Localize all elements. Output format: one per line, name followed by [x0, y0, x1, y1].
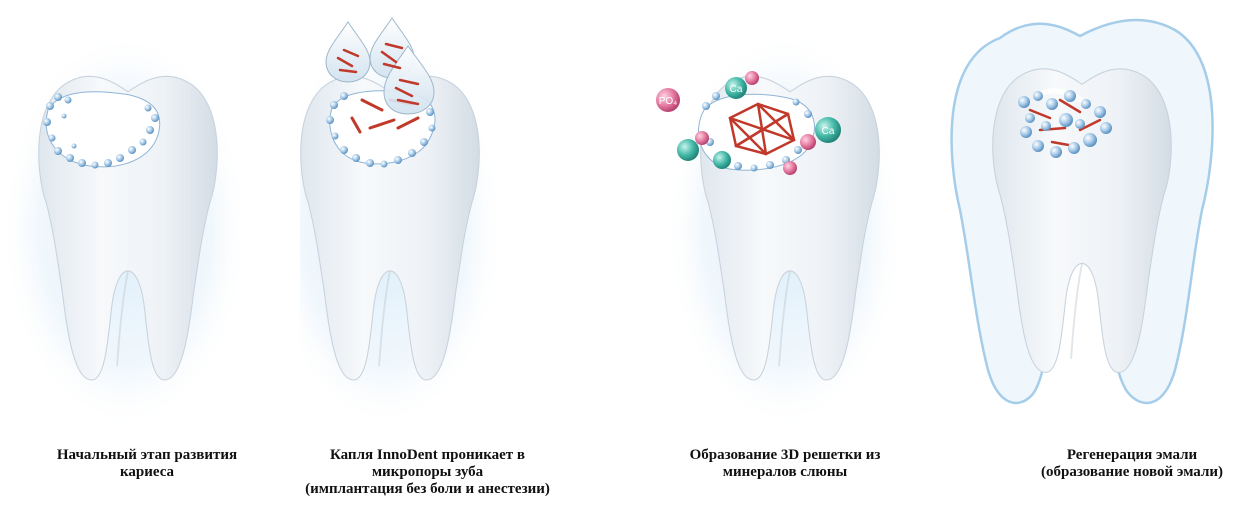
stage-3-illustration: PO₄ Ca Ca [620, 0, 940, 440]
stage-4-illustration [940, 0, 1251, 440]
caption-line: Капля InnoDent проникает в [300, 447, 555, 464]
ca-label: Ca [730, 84, 743, 95]
caption-line: минералов слюны [660, 464, 910, 481]
stage-2-panel: Капля InnoDent проникает в микропоры зуб… [300, 0, 620, 507]
stage-1-illustration [0, 0, 300, 440]
caption-line: кариеса [32, 464, 262, 481]
caries-cavity [46, 92, 160, 167]
caption-line: Регенерация эмали [1022, 447, 1242, 464]
stage-4-panel: Регенерация эмали (образование новой эма… [940, 0, 1251, 507]
caption-line: (имплантация без боли и анестезии) [300, 481, 555, 498]
stage-3-caption: Образование 3D решетки из минералов слюн… [660, 447, 910, 481]
caption-line: Начальный этап развития [32, 447, 262, 464]
stage-1-caption: Начальный этап развития кариеса [32, 447, 262, 481]
stage-2-illustration [300, 0, 620, 440]
stage-1-panel: Начальный этап развития кариеса [0, 0, 300, 507]
stage-4-caption: Регенерация эмали (образование новой эма… [1022, 447, 1242, 481]
ca-label: Ca [822, 126, 835, 137]
po4-label: PO₄ [659, 96, 678, 107]
caption-line: Образование 3D решетки из [660, 447, 910, 464]
stage-2-caption: Капля InnoDent проникает в микропоры зуб… [300, 447, 555, 498]
caption-line: (образование новой эмали) [1022, 464, 1242, 481]
stage-3-panel: PO₄ Ca Ca Образование 3D решетки из мине… [620, 0, 940, 507]
caption-line: микропоры зуба [300, 464, 555, 481]
